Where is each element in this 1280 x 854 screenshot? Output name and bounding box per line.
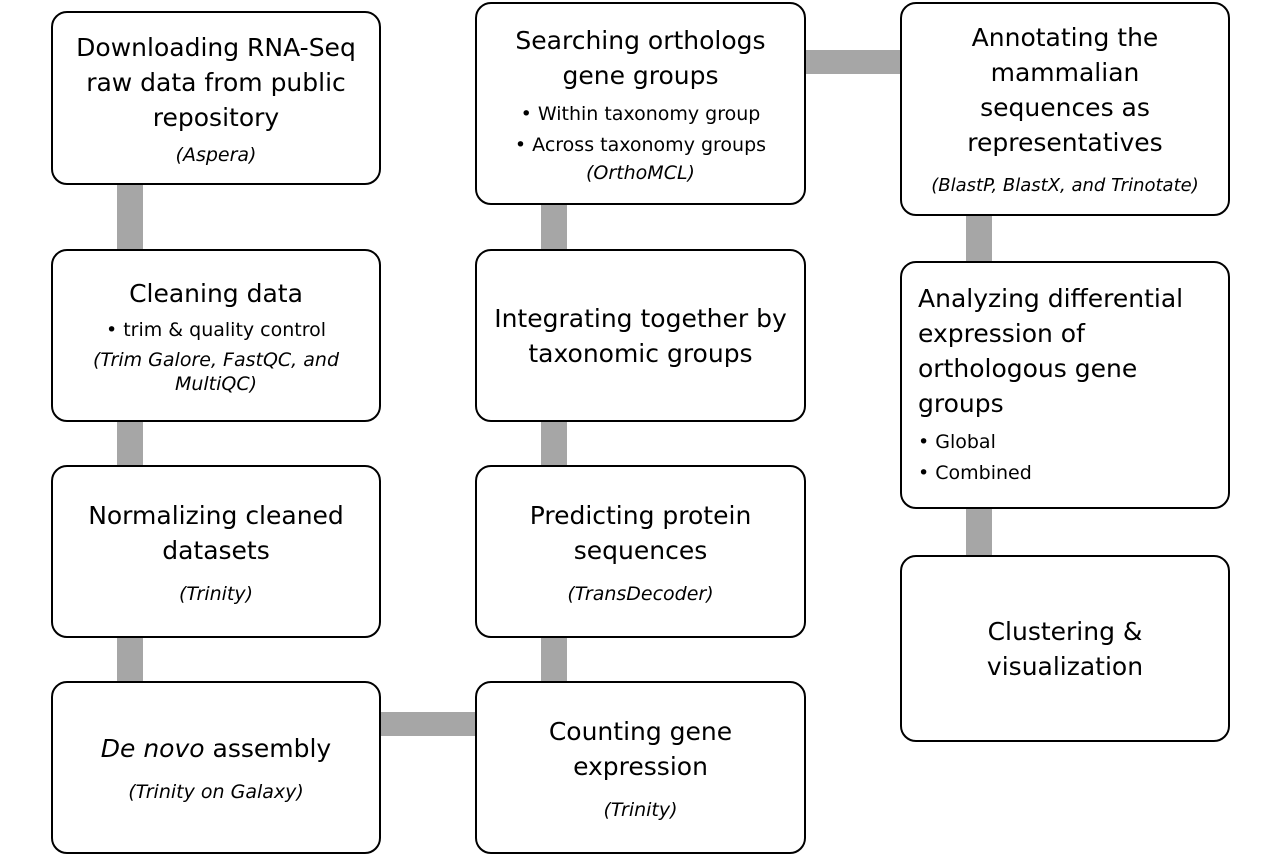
connector-analyzing-clustering	[966, 508, 992, 556]
step-orthologs-bullets: Within taxonomy group Across taxonomy gr…	[515, 99, 766, 161]
connector-normalizing-assembly	[117, 637, 143, 682]
step-normalizing: Normalizing cleaned datasets (Trinity)	[51, 465, 381, 638]
step-annotating-title: Annotating the mammalian sequences as re…	[967, 23, 1163, 157]
connector-download-cleaning	[117, 184, 143, 250]
step-download-tool: (Aspera)	[175, 143, 257, 166]
step-orthologs-title: Searching orthologs gene groups	[515, 25, 766, 90]
step-counting-title: Counting gene expression	[548, 716, 733, 781]
step-orthologs: Searching orthologs gene groups Within t…	[475, 2, 806, 205]
connector-integrating-orthologs	[541, 204, 567, 250]
step-normalizing-title: Normalizing cleaned datasets	[88, 500, 344, 565]
step-analyzing-title: Analyzing differential expression of ort…	[918, 284, 1184, 418]
step-assembly-title-rest: assembly	[204, 734, 332, 763]
bullet-item: trim & quality control	[106, 315, 326, 346]
step-predicting: Predicting protein sequences (TransDecod…	[475, 465, 806, 638]
bullet-item: Across taxonomy groups	[515, 130, 766, 161]
step-predicting-title: Predicting protein sequences	[529, 500, 752, 565]
step-predicting-tool: (TransDecoder)	[567, 582, 714, 605]
step-clustering-title: Clustering & visualization	[986, 616, 1144, 681]
bullet-item: Within taxonomy group	[515, 99, 766, 130]
step-orthologs-tool: (OrthoMCL)	[586, 161, 695, 184]
bullet-item: Combined	[918, 458, 1032, 489]
connector-counting-predicting	[541, 637, 567, 682]
connector-annotating-analyzing	[966, 215, 992, 262]
step-integrating: Integrating together by taxonomic groups	[475, 249, 806, 422]
step-download-title: Downloading RNA-Seq raw data from public…	[76, 32, 356, 132]
step-annotating-tool: (BlastP, BlastX, and Trinotate)	[931, 175, 1199, 196]
bullet-item: Global	[918, 427, 1032, 458]
step-counting: Counting gene expression (Trinity)	[475, 681, 806, 854]
step-download: Downloading RNA-Seq raw data from public…	[51, 11, 381, 185]
connector-cleaning-normalizing	[117, 421, 143, 466]
step-cleaning-bullets: trim & quality control	[106, 315, 326, 346]
step-assembly-title-italic: De novo	[100, 734, 205, 763]
step-cleaning: Cleaning data trim & quality control (Tr…	[51, 249, 381, 422]
connector-orthologs-annotating	[804, 50, 901, 74]
step-clustering: Clustering & visualization	[900, 555, 1230, 742]
step-assembly: De novo assembly (Trinity on Galaxy)	[51, 681, 381, 854]
step-normalizing-tool: (Trinity)	[178, 582, 254, 605]
step-analyzing-bullets: Global Combined	[918, 427, 1032, 489]
connector-predicting-integrating	[541, 421, 567, 466]
step-counting-tool: (Trinity)	[603, 798, 678, 821]
connector-assembly-counting	[379, 712, 476, 736]
step-annotating: Annotating the mammalian sequences as re…	[900, 2, 1230, 216]
step-cleaning-tool: (Trim Galore, FastQC, and MultiQC)	[93, 348, 339, 395]
step-analyzing: Analyzing differential expression of ort…	[900, 261, 1230, 509]
step-cleaning-title: Cleaning data	[129, 278, 303, 308]
step-integrating-title: Integrating together by taxonomic groups	[494, 303, 787, 368]
step-assembly-title: De novo assembly	[101, 731, 331, 766]
step-assembly-tool: (Trinity on Galaxy)	[128, 781, 304, 803]
